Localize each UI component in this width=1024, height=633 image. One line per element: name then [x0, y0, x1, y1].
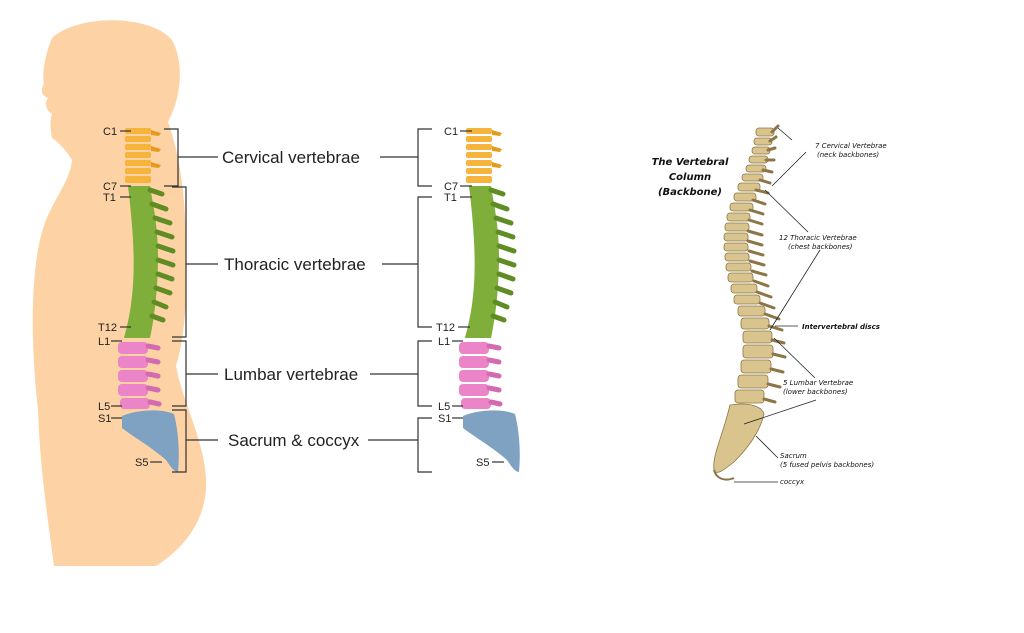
sacrum-left [122, 410, 179, 472]
marker-l5: L5 [98, 401, 110, 413]
annotation-coccyx: coccyx [780, 478, 805, 486]
marker-s5: S5 [135, 457, 148, 469]
marker-s5-middle: S5 [476, 457, 489, 469]
middle-diagram: C1 C7 T1 T12 L1 L5 S1 S5 [417, 126, 520, 473]
marker-c1-middle: C1 [444, 126, 458, 138]
title-line-3: (Backbone) [658, 187, 722, 198]
region-brackets-left [164, 128, 218, 473]
label-sacral: Sacrum & coccyx [228, 431, 360, 450]
marker-l1-middle: L1 [438, 336, 450, 348]
annotation-thoracic-1: 12 Thoracic Vertebrae [779, 234, 857, 242]
annotation-discs: Intervertebral discs [802, 323, 880, 331]
cervical-vertebrae-middle [466, 128, 502, 183]
title-line-2: Column [669, 172, 711, 183]
marker-s1: S1 [98, 413, 111, 425]
annotation-lumbar-2: (lower backbones) [783, 388, 848, 396]
left-diagram: C1 C7 T1 T12 L1 L5 S1 S5 [32, 20, 218, 567]
annotation-cervical-1: 7 Cervical Vertebrae [815, 142, 887, 150]
sacrum-middle [463, 410, 520, 472]
right-diagram: The Vertebral Column (Backbone) [652, 124, 887, 486]
marker-c1: C1 [103, 126, 117, 138]
title-line-1: The Vertebral [652, 157, 729, 168]
marker-t1: T1 [103, 192, 116, 204]
region-brackets-middle [417, 128, 432, 473]
marker-l1: L1 [98, 336, 110, 348]
annotation-cervical-2: (neck backbones) [817, 151, 879, 159]
body-silhouette [32, 20, 207, 567]
marker-ticks-middle [452, 130, 504, 463]
marker-l5-middle: L5 [438, 401, 450, 413]
marker-t12: T12 [98, 322, 117, 334]
lumbar-vertebrae-left [118, 342, 162, 409]
annotation-sacrum-1: Sacrum [780, 452, 807, 460]
annotation-thoracic-2: (chest backbones) [788, 243, 853, 251]
marker-c7-middle: C7 [444, 181, 458, 193]
region-labels: Cervical vertebrae Thoracic vertebrae Lu… [222, 148, 418, 450]
cervical-vertebrae-left [125, 128, 161, 183]
marker-t12-middle: T12 [436, 322, 455, 334]
annotation-leaders [734, 127, 821, 483]
thoracic-vertebrae-middle [465, 186, 517, 338]
annotation-sacrum-2: (5 fused pelvis backbones) [780, 461, 874, 469]
marker-ticks-left [111, 130, 162, 463]
marker-s1-middle: S1 [438, 413, 451, 425]
illustrated-column [713, 124, 787, 481]
lumbar-vertebrae-middle [459, 342, 503, 409]
label-cervical: Cervical vertebrae [222, 148, 360, 167]
marker-t1-middle: T1 [444, 192, 457, 204]
thoracic-vertebrae-left [124, 186, 176, 338]
marker-c7: C7 [103, 181, 117, 193]
annotation-lumbar-1: 5 Lumbar Vertebrae [783, 379, 853, 387]
label-lumbar: Lumbar vertebrae [224, 365, 358, 384]
label-thoracic: Thoracic vertebrae [224, 255, 366, 274]
